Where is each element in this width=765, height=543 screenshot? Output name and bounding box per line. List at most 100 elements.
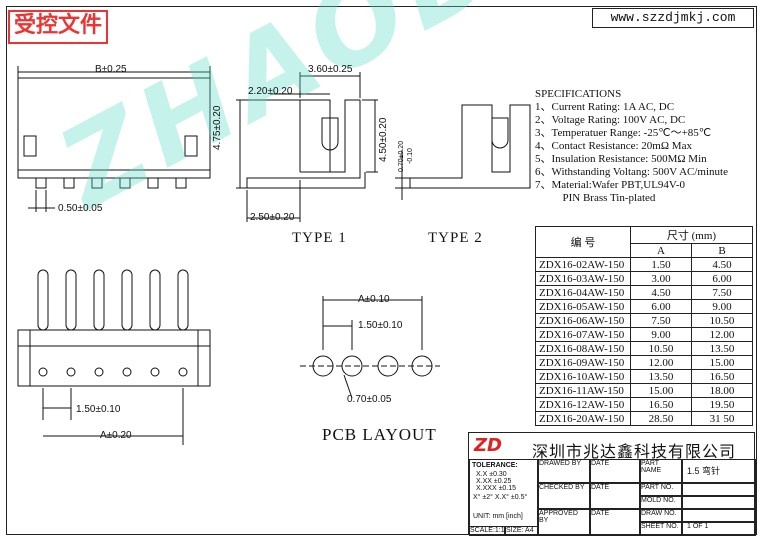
part-number-cell: ZDX16-05AW-150	[535, 299, 631, 314]
part-number-cell: ZDX16-08AW-150	[535, 341, 631, 356]
dim-a-cell: 3.00	[630, 271, 692, 286]
dim-360: 3.60±0.25	[308, 64, 353, 75]
pcb-layout-title: PCB LAYOUT	[322, 425, 437, 444]
scale-cell: SCALE:1:1	[469, 526, 505, 536]
size-label: SIZE: A4	[506, 527, 534, 534]
dim-b-cell: 19.50	[691, 397, 753, 412]
tolerance-3: X.XXX ±0.15	[476, 485, 517, 492]
dim-070-tol: -0.10	[407, 148, 414, 164]
dim-a-cell: 28.50	[630, 411, 692, 426]
specifications: SPECIFICATIONS 1、Current Rating: 1A AC, …	[535, 88, 728, 205]
dim-b-cell: 4.50	[691, 257, 753, 272]
part-number-cell: ZDX16-09AW-150	[535, 355, 631, 370]
controlled-document-stamp: 受控文件	[8, 10, 108, 44]
dim-a: A±0.20	[100, 430, 132, 441]
spec-item: PIN Brass Tin-plated	[535, 192, 656, 204]
table-header-part: 编 号	[535, 226, 631, 258]
dim-b-cell: 9.00	[691, 299, 753, 314]
dim-b-cell: 13.50	[691, 341, 753, 356]
company-name: 深圳市兆达鑫科技有限公司	[532, 442, 737, 461]
checked-by-cell: CHECKED BY	[538, 483, 590, 509]
part-number-cell: ZDX16-12AW-150	[535, 397, 631, 412]
spec-item: 7、Material:Wafer PBT,UL94V-0	[535, 179, 686, 191]
approved-by-label: APPROVED BY	[539, 510, 578, 524]
checked-date-cell: DATE	[590, 483, 640, 509]
dim-pcb-a: A±0.10	[358, 294, 390, 305]
dim-b-cell: 12.00	[691, 327, 753, 342]
spec-title: SPECIFICATIONS	[535, 88, 622, 100]
part-name-value: 1.5 弯针	[682, 459, 756, 483]
dim-b-cell: 18.00	[691, 383, 753, 398]
scale-label: SCALE:1:1	[470, 527, 505, 534]
spec-item: 2、Voltage Rating: 100V AC, DC	[535, 114, 686, 126]
drawn-by-cell: DRAWED BY	[538, 459, 590, 483]
dim-220: 2.20±0.20	[248, 86, 293, 97]
dim-a-cell: 16.50	[630, 397, 692, 412]
drawing-frame	[6, 6, 757, 535]
tolerance-4: X° ±2° X.X° ±0.5°	[473, 494, 528, 501]
sheet-no-cell: SHEET NO.	[640, 522, 682, 536]
table-header-a: A	[630, 243, 692, 258]
size-cell: SIZE: A4	[505, 526, 538, 536]
dim-hole: 0.70±0.05	[347, 394, 392, 405]
mold-no-value	[682, 496, 756, 509]
dim-250: 2.50±0.20	[250, 212, 295, 223]
dim-b-cell: 6.00	[691, 271, 753, 286]
dim-a-cell: 9.00	[630, 327, 692, 342]
type-2-label: TYPE 2	[428, 230, 483, 246]
title-block: TOLERANCE: X.X ±0.30 X.XX ±0.25 X.XXX ±0…	[468, 432, 756, 536]
tolerance-label: TOLERANCE:	[472, 462, 518, 469]
dim-a-cell: 15.00	[630, 383, 692, 398]
part-no-label: PART NO.	[641, 484, 674, 491]
date-label: DATE	[591, 510, 610, 517]
dim-a-cell: 6.00	[630, 299, 692, 314]
type2-housing	[409, 104, 531, 189]
dim-pitch: 1.50±0.10	[76, 404, 121, 415]
approved-by-cell: APPROVED BY	[538, 509, 590, 536]
website-label[interactable]: www.szzdjmkj.com	[592, 8, 754, 28]
dim-b-cell: 7.50	[691, 285, 753, 300]
sheet-no-value: 1 OF 1	[682, 522, 756, 536]
spec-item: 4、Contact Resistance: 20mΩ Max	[535, 140, 692, 152]
part-number-cell: ZDX16-02AW-150	[535, 257, 631, 272]
mold-no-cell: MOLD NO.	[640, 496, 682, 509]
date-label: DATE	[591, 484, 610, 491]
approved-date-cell: DATE	[590, 509, 640, 536]
dim-a-cell: 13.50	[630, 369, 692, 384]
dim-pin-width: 0.50±0.05	[58, 203, 103, 214]
dim-b: B±0.25	[95, 64, 127, 75]
tolerance-2: X.XX ±0.25	[476, 478, 512, 485]
drawn-date-cell: DATE	[590, 459, 640, 483]
dim-b-cell: 16.50	[691, 369, 753, 384]
dim-a-cell: 7.50	[630, 313, 692, 328]
part-number-cell: ZDX16-20AW-150	[535, 411, 631, 426]
tolerance-1: X.X ±0.30	[476, 471, 507, 478]
dim-a-cell: 4.50	[630, 285, 692, 300]
dim-pcb-pitch: 1.50±0.10	[358, 320, 403, 331]
part-number-cell: ZDX16-11AW-150	[535, 383, 631, 398]
dim-b-cell: 10.50	[691, 313, 753, 328]
draw-no-value	[682, 509, 756, 522]
housing-top-view	[17, 77, 211, 179]
dim-b-cell: 31 50	[691, 411, 753, 426]
part-name-label: PART NAME	[641, 460, 662, 474]
part-number-cell: ZDX16-06AW-150	[535, 313, 631, 328]
drawn-by-label: DRAWED BY	[539, 460, 582, 467]
dim-475: 4.75±0.20	[212, 105, 223, 150]
spec-item: 1、Current Rating: 1A AC, DC	[535, 101, 675, 113]
type1-housing	[246, 99, 366, 189]
spec-item: 6、Withstanding Voltang: 500V AC/minute	[535, 166, 728, 178]
